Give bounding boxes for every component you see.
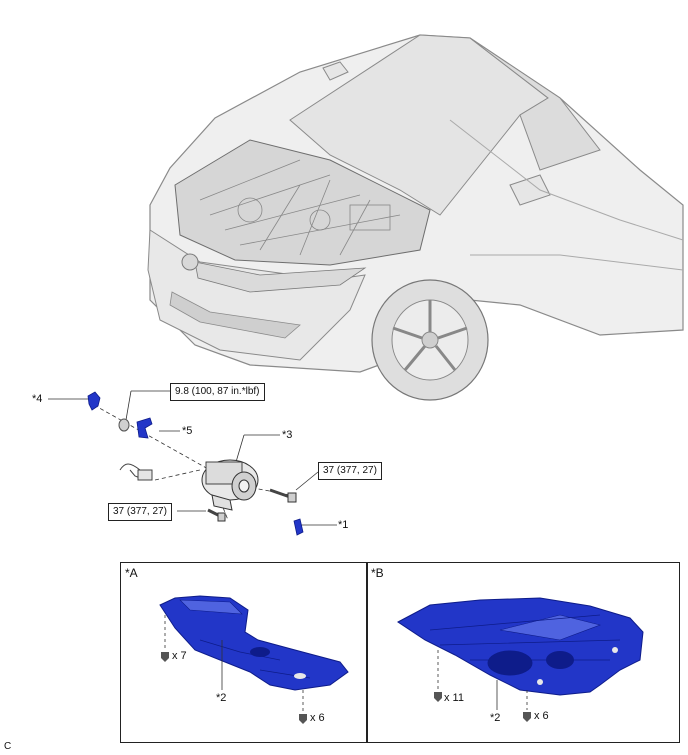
part-1-retainer — [293, 518, 304, 536]
nut — [118, 418, 130, 432]
bolt-right — [269, 488, 297, 503]
car-grille — [169, 291, 301, 339]
car-windshield — [469, 37, 601, 171]
undercover-b — [397, 597, 644, 696]
panel-b-title: *B — [371, 566, 384, 580]
car-front-wheel — [371, 279, 489, 401]
car-emblem — [181, 253, 199, 271]
callout-4: *4 — [32, 393, 43, 405]
car-bumper — [147, 229, 366, 361]
car-headlight — [194, 261, 367, 293]
torque-nut-box: 9.8 (100, 87 in.*lbf) — [170, 383, 265, 401]
torque-bolt-left-box: 37 (377, 27) — [108, 503, 172, 521]
corner-mark: C — [4, 741, 12, 752]
panel-a-title: *A — [125, 566, 138, 580]
car-mirror — [509, 174, 551, 206]
car-antenna — [322, 61, 349, 81]
bolt-left — [207, 508, 226, 522]
panel-a-qty-bottom: x 6 — [310, 712, 325, 724]
part-5-clip — [136, 417, 153, 439]
engine-bay — [174, 139, 431, 266]
panel-b: *B — [366, 562, 680, 743]
panel-b-part-label: *2 — [490, 712, 501, 724]
panel-b-qty-right: x 6 — [534, 710, 549, 722]
callout-3: *3 — [282, 429, 293, 441]
panel-b-qty-left: x 11 — [444, 692, 464, 704]
panel-a: *A — [120, 562, 368, 743]
callout-5: *5 — [182, 425, 193, 437]
undercover-a — [159, 595, 349, 691]
panel-a-qty-left: x 7 — [172, 650, 187, 662]
callout-1: *1 — [338, 519, 349, 531]
part-4-clamp — [87, 391, 101, 411]
panel-a-part-label: *2 — [216, 692, 227, 704]
part-3-starter — [201, 459, 259, 511]
torque-bolt-right-box: 37 (377, 27) — [318, 462, 382, 480]
